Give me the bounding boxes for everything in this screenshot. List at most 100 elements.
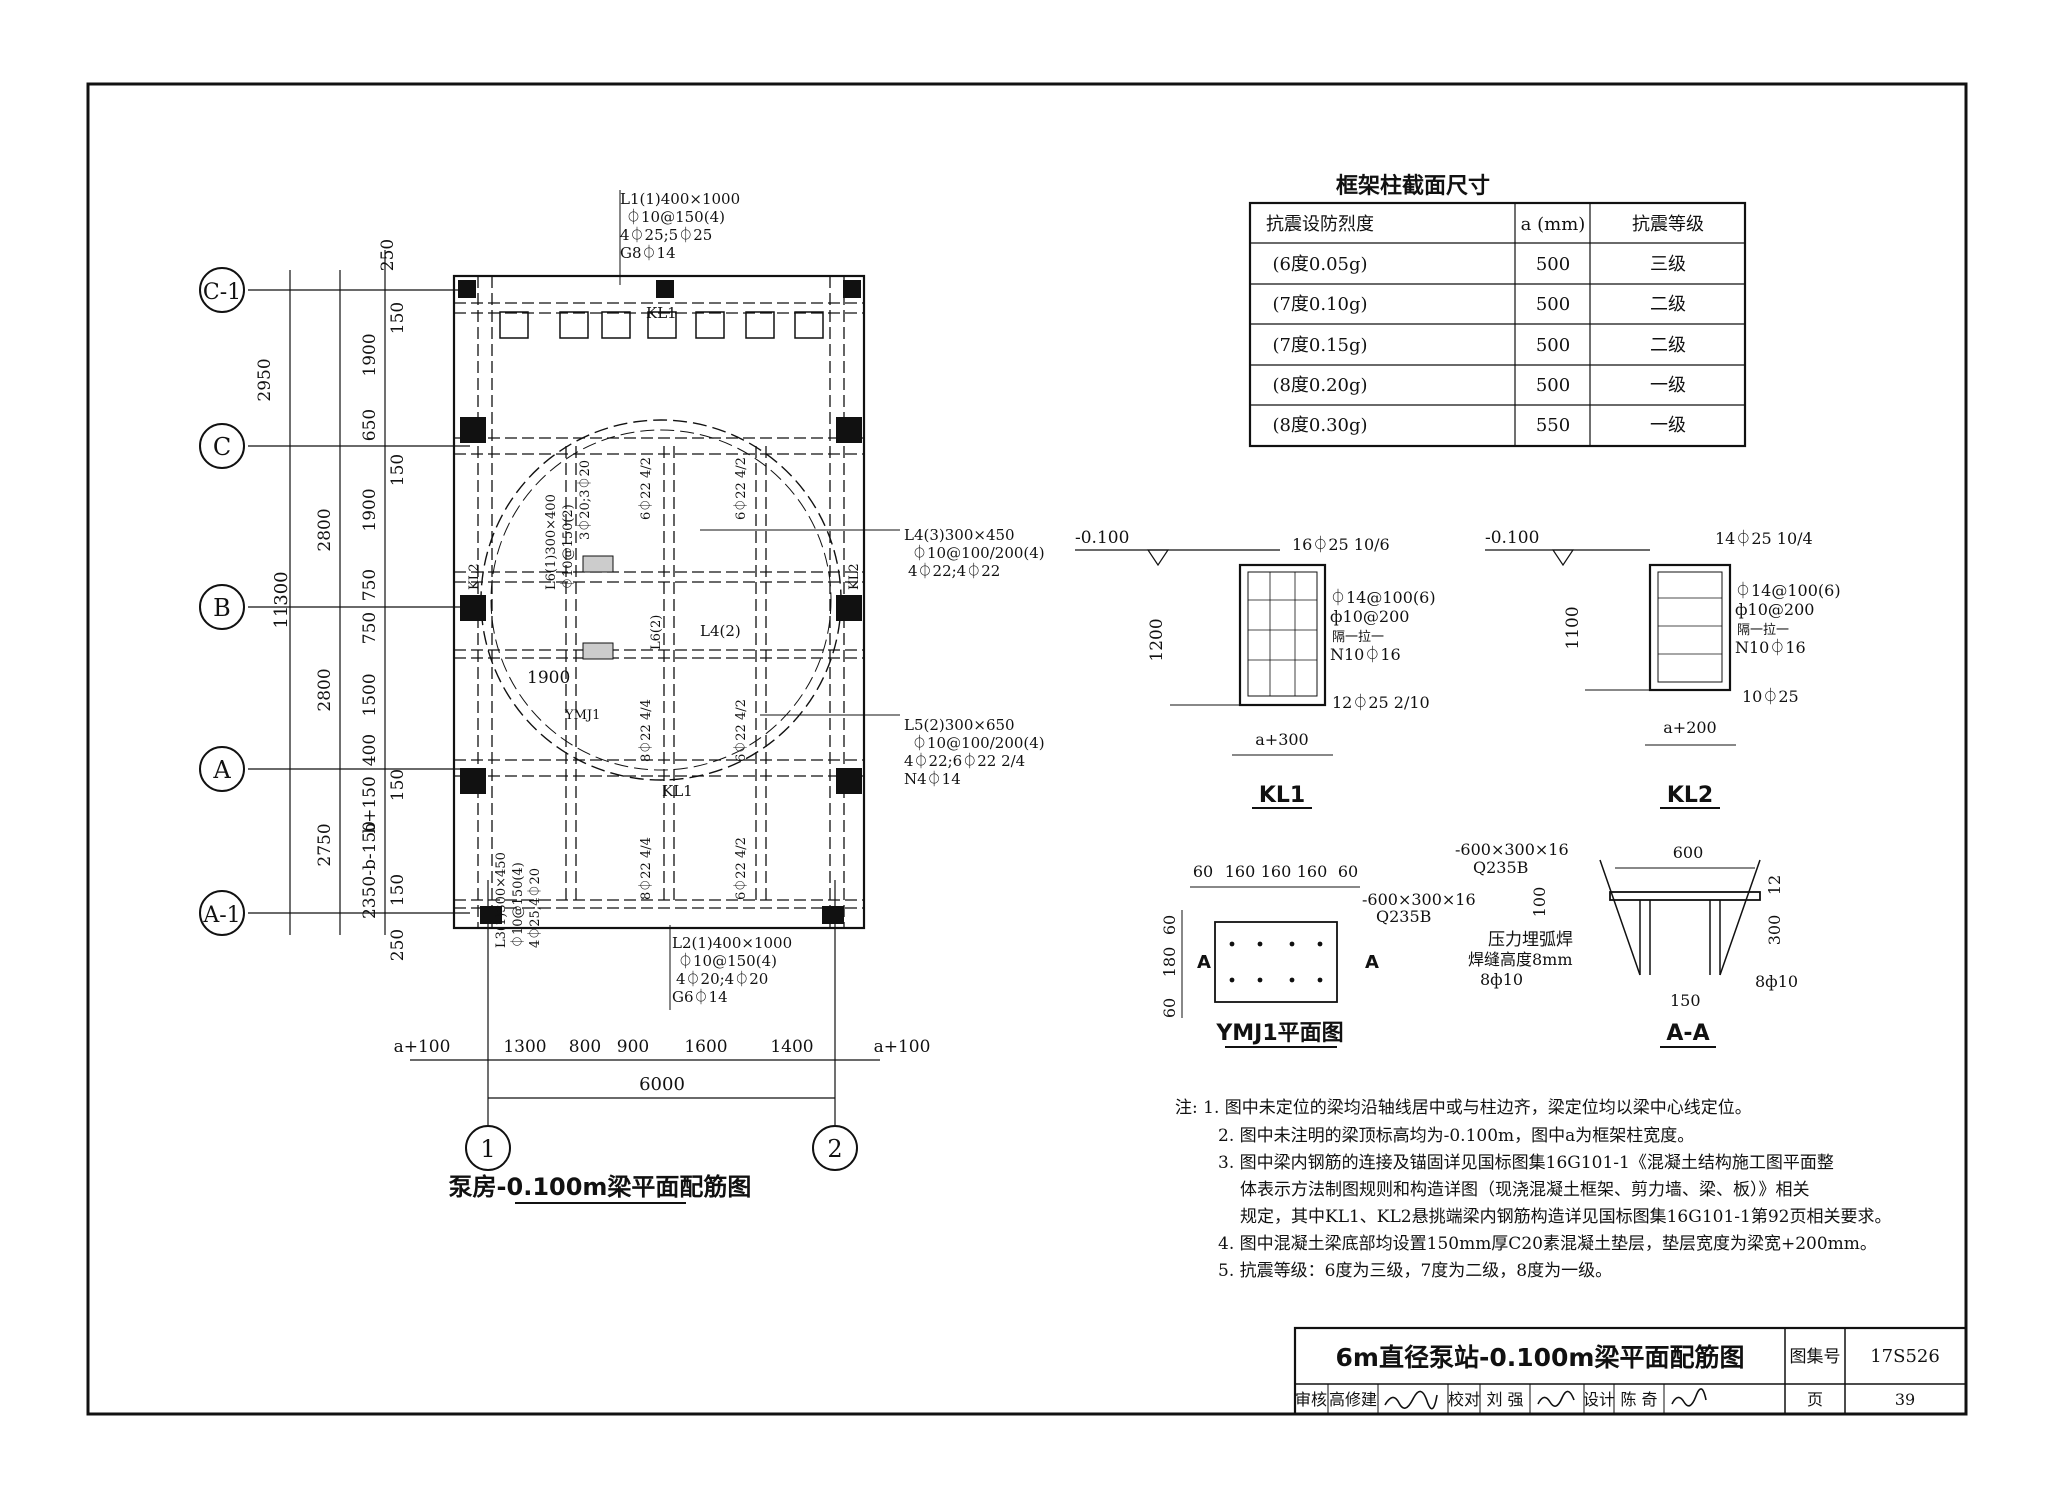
tb-check: 校对 [1448,1390,1480,1409]
bar-l-mid: 8⏀22 4/4 [638,699,654,762]
l5-line2: ⏀10@100/200(4) [912,734,1045,752]
ymj1-vdim-1: 180 [1160,947,1179,978]
kl1-bottom: 12⏀25 2/10 [1332,693,1430,712]
l5-line1: L5(2)300×650 [904,716,1015,734]
plan-title: 泵房-0.100m梁平面配筋图 [449,1173,752,1201]
column-table: 框架柱截面尺寸 抗震设防烈度 a (mm) 抗震等级 (6度0.05g) 500… [1248,173,1747,448]
slab-outline [452,274,866,930]
l2-line2: ⏀10@150(4) [678,952,777,970]
tb-designer: 陈 奇 [1620,1390,1657,1409]
l2-line1: L2(1)400×1000 [672,934,792,952]
kl2-label: KL2 [1667,783,1713,808]
th-intensity: 抗震设防烈度 [1266,214,1374,235]
aa-bar: 8ф10 [1480,970,1523,989]
kl1-height: 1200 [1147,618,1167,661]
ymj1-vdim-2: 60 [1160,998,1179,1018]
dim-800: 800 [569,1037,601,1057]
td-0-2: 三级 [1650,254,1686,275]
ymj1-vdim-0: 60 [1160,915,1179,935]
kl2-elev: -0.100 [1485,528,1539,548]
note-4: 规定，其中KL1、KL2悬挑端梁内钢筋构造详见国标图集16G101-1第92页相… [1240,1207,1891,1227]
tb-title: 6m直径泵站-0.100m梁平面配筋图 [1336,1343,1745,1372]
kl1-top: 16⏀25 10/6 [1292,535,1390,554]
th-grade: 抗震等级 [1632,214,1704,235]
bar-r-mid: 6⏀22 4/2 [733,699,749,762]
well-circle [480,419,842,781]
kl2-side: N10⏀16 [1735,638,1806,657]
aa-section: -600×300×16 Q235B 600 12 100 300 压力埋弧焊 焊… [1455,840,1798,1048]
ymj1-dim-3: 160 [1297,862,1328,881]
kl1-tie: 隔一拉一 [1332,630,1384,645]
ymj1-dim-1: 160 [1225,862,1256,881]
td-2-2: 二级 [1650,335,1686,356]
td-3-0: (8度0.20g) [1272,375,1367,396]
bar-l-bot: 8⏀22 4/4 [638,837,654,900]
dim-6000: 6000 [639,1074,685,1095]
ymj1-dim-2: 160 [1261,862,1292,881]
kl2-stirrup2: ф10@200 [1735,600,1814,619]
kl1-section: -0.100 1200 16⏀25 10/6 ⏀14@100(6) ф10@20… [1075,528,1436,809]
kl1-side: N10⏀16 [1330,645,1401,664]
td-4-0: (8度0.30g) [1272,415,1367,436]
dim-1500: 1500 [360,673,380,716]
aa-w: 600 [1673,843,1704,862]
aa-label: A-A [1666,1021,1709,1046]
dim-11300: 11300 [271,571,292,628]
l1-line2: ⏀10@150(4) [626,208,725,226]
aa-bar2: 8ф10 [1755,972,1798,991]
bar-r-bot: 6⏀22 4/2 [733,837,749,900]
title-block: 6m直径泵站-0.100m梁平面配筋图 图集号 17S526 审核 高修建 校对… [1293,1326,1968,1416]
dim-1300: 1300 [503,1037,546,1057]
ymj1-sec-right: A [1365,952,1379,973]
l4b-label: L4(2) [700,622,741,640]
kl2-left: KL2 [467,563,482,590]
aa-h2: 300 [1765,915,1784,946]
notes: 注: 1. 图中未定位的梁均沿轴线居中或与柱边齐，梁定位均以梁中心线定位。 2.… [1175,1098,1891,1281]
dim-250-top: 250 [378,239,398,271]
dim-2750: 2750 [315,823,335,866]
td-2-1: 500 [1536,335,1570,356]
dim-750-b: 750 [360,612,380,644]
kl1-stirrup1: ⏀14@100(6) [1330,588,1436,607]
dim-2950: 2950 [255,358,275,401]
axis-label-a1: A-1 [202,903,240,928]
kl1-stirrup2: ф10@200 [1330,607,1409,626]
kl2-height: 1100 [1563,606,1583,649]
axis-label-b: B [213,594,231,622]
kl2-bottom: 10⏀25 [1742,687,1799,706]
aa-t: 12 [1765,875,1784,895]
aa-gap: 150 [1670,991,1701,1010]
note-5: 4. 图中混凝土梁底部均设置150mm厚C20素混凝土垫层，垫层宽度为梁宽+20… [1218,1234,1877,1254]
td-0-1: 500 [1536,254,1570,275]
tb-atlas-no: 17S526 [1870,1346,1940,1367]
l6b-label: L6(2) [649,615,664,650]
l2-line4: G6⏀14 [672,988,728,1006]
dim-900: 900 [617,1037,649,1057]
tb-page-no: 39 [1895,1390,1915,1409]
l6-line1: L6(1)300×400 [544,494,559,590]
kl2-width: a+200 [1663,718,1716,737]
td-4-2: 一级 [1650,415,1686,436]
dim-1900-a: 1900 [360,333,380,376]
td-1-2: 二级 [1650,294,1686,315]
td-1-0: (7度0.10g) [1272,294,1367,315]
l4-line2: ⏀10@100/200(4) [912,544,1045,562]
l5-line3: 4⏀22;6⏀22 2/4 [904,752,1025,770]
sheet-border [86,82,1968,1416]
dim-a100-left: a+100 [394,1037,451,1057]
axis-label-1: 1 [480,1135,495,1163]
l3-line3: 4⏀25;4⏀20 [527,868,543,948]
td-3-1: 500 [1536,375,1570,396]
axis-label-2: 2 [827,1135,842,1163]
aa-weld-h: 焊缝高度8mm [1468,950,1573,969]
dim-2800b: 2800 [315,668,335,711]
signature-reviewer [1384,1390,1438,1410]
kl2-right: KL2 [847,563,862,590]
tb-atlas-label: 图集号 [1790,1347,1841,1367]
l3-line1: L3(1)300×450 [494,852,509,948]
ymj1-plate: -600×300×16 [1362,890,1476,909]
l6-line2: ⏀10@150(2) [560,504,576,590]
note-1: 2. 图中未注明的梁顶标高均为-0.100m，图中a为框架柱宽度。 [1218,1126,1694,1146]
note-2: 3. 图中梁内钢筋的连接及锚固详见国标图集16G101-1《混凝土结构施工图平面… [1218,1153,1834,1173]
